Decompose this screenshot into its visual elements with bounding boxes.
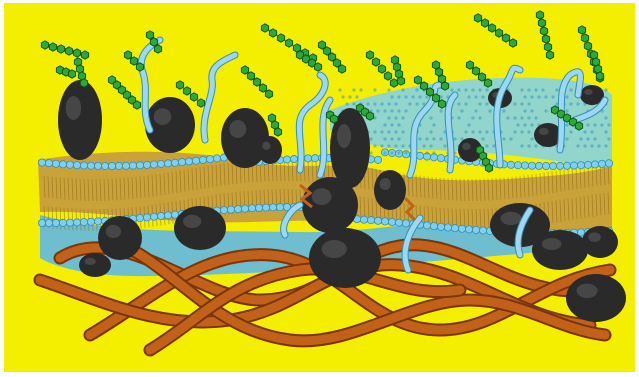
sugar-unit — [133, 101, 140, 109]
sugar-unit — [68, 70, 75, 78]
sugar-unit — [596, 72, 603, 80]
sugar-unit — [420, 82, 427, 90]
sugar-unit — [441, 82, 448, 90]
protein — [174, 206, 226, 250]
sugar-unit — [41, 41, 48, 49]
sugar-unit — [247, 72, 254, 80]
sugar-unit — [426, 88, 433, 96]
protein — [258, 136, 282, 164]
sugar-unit — [154, 45, 161, 53]
sugar-unit — [285, 39, 292, 47]
sugar-unit — [314, 63, 321, 71]
sugar-unit — [378, 65, 385, 73]
sugar-unit — [544, 43, 551, 51]
sugar-unit — [366, 112, 373, 120]
sugar-unit — [546, 51, 553, 59]
sugar-unit — [578, 26, 585, 34]
sugar-unit — [414, 76, 421, 84]
sugar-unit — [269, 29, 276, 37]
sugar-unit — [366, 51, 373, 59]
sugar-unit — [474, 14, 481, 22]
sugar-unit — [73, 49, 80, 57]
protein — [582, 226, 618, 258]
sugar-unit — [542, 35, 549, 43]
sugar-unit — [502, 34, 509, 42]
sugar-unit — [509, 39, 516, 47]
protein — [374, 170, 406, 210]
sugar-unit — [241, 66, 248, 74]
sugar-unit — [495, 29, 502, 37]
sugar-unit — [277, 34, 284, 42]
protein — [145, 97, 195, 153]
sugar-unit — [338, 65, 345, 73]
sugar-unit — [384, 72, 391, 80]
sugar-unit — [484, 79, 491, 87]
sugar-unit — [57, 45, 64, 53]
sugar-unit — [481, 19, 488, 27]
sugar-unit — [136, 63, 143, 71]
protein — [79, 253, 111, 277]
sugar-unit — [65, 47, 72, 55]
sugar-unit — [478, 73, 485, 81]
sugar-unit — [259, 84, 266, 92]
sugar-unit — [265, 90, 272, 98]
sugar-unit — [197, 99, 204, 107]
sugar-unit — [575, 122, 582, 130]
sugar-unit — [540, 27, 547, 35]
sugar-unit — [581, 34, 588, 42]
sugar-unit — [80, 79, 87, 87]
protein — [58, 80, 102, 160]
sugar-unit — [466, 61, 473, 69]
sugar-unit — [49, 43, 56, 51]
sugar-unit — [438, 100, 445, 108]
sugar-unit — [124, 51, 131, 59]
sugar-unit — [183, 87, 190, 95]
sugar-unit — [432, 94, 439, 102]
sugar-unit — [150, 38, 157, 46]
sugar-unit — [485, 164, 492, 172]
sugar-unit — [130, 57, 137, 65]
protein — [309, 228, 381, 288]
sugar-unit — [536, 11, 543, 19]
protein — [98, 216, 142, 260]
sugar-unit — [372, 58, 379, 66]
sugar-unit — [390, 79, 397, 87]
sugar-unit — [584, 42, 591, 50]
sugar-unit — [488, 24, 495, 32]
protein — [532, 230, 588, 270]
sugar-unit — [330, 115, 337, 123]
sugar-unit — [397, 77, 404, 85]
sugar-unit — [176, 81, 183, 89]
protein — [566, 274, 626, 322]
sugar-unit — [81, 51, 88, 59]
sugar-unit — [472, 67, 479, 75]
sugar-unit — [146, 31, 153, 39]
sugar-unit — [538, 19, 545, 27]
sugar-unit — [253, 78, 260, 86]
sugar-unit — [274, 128, 281, 136]
sugar-unit — [261, 24, 268, 32]
sugar-unit — [190, 93, 197, 101]
